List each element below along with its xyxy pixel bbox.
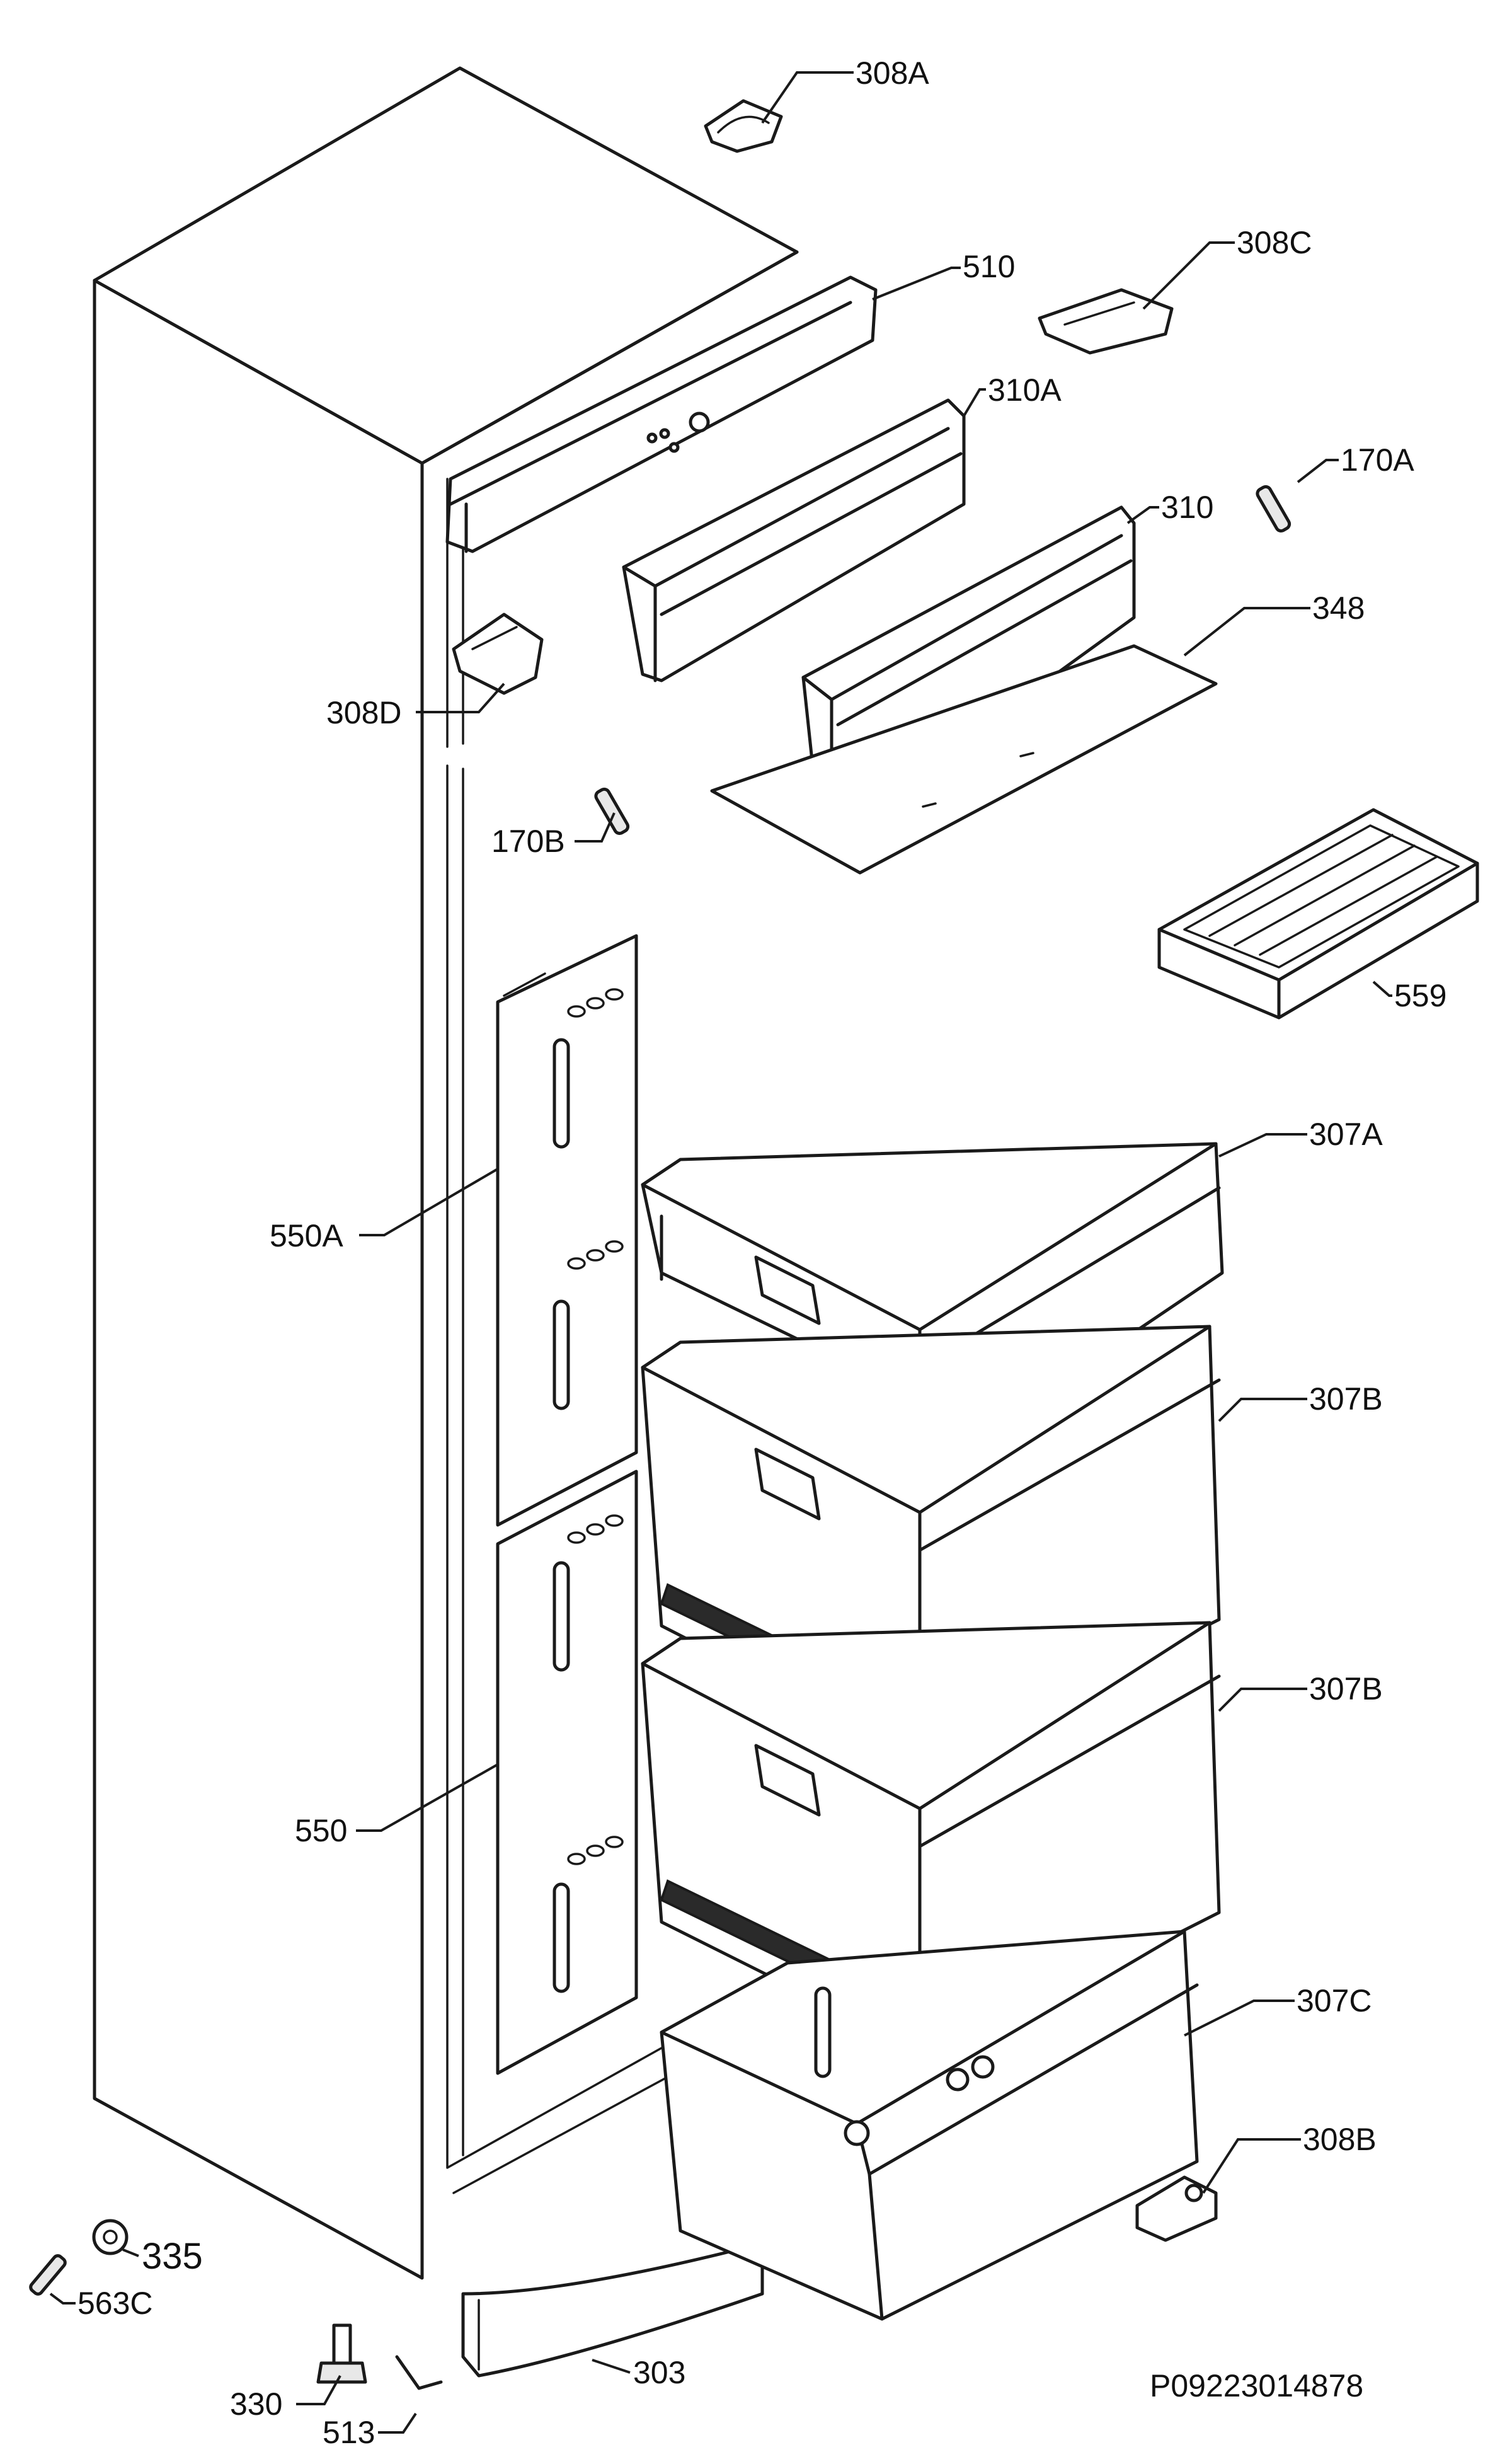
hinge-308D — [452, 613, 544, 695]
callout-170A: 170A — [1341, 442, 1414, 478]
callout-310: 310 — [1161, 490, 1213, 525]
control-panel-510 — [445, 275, 878, 553]
door-panel-550 — [496, 1470, 638, 2075]
pin-563C — [29, 2254, 67, 2296]
callout-303: 303 — [633, 2355, 685, 2390]
callout-563C: 563C — [77, 2286, 153, 2321]
pin-170B — [594, 787, 630, 835]
kick-plate-303 — [461, 2241, 764, 2378]
callout-550: 550 — [295, 1813, 347, 1848]
ice-tray-559 — [1157, 808, 1479, 1020]
callout-307B-upper: 307B — [1309, 1381, 1383, 1417]
callout-307C: 307C — [1297, 1983, 1372, 2018]
callout-308C: 308C — [1237, 225, 1312, 260]
glass-shelf-348 — [710, 644, 1218, 875]
callout-559: 559 — [1394, 978, 1446, 1013]
callout-348: 348 — [1312, 590, 1365, 626]
leader-lines — [49, 71, 1392, 2434]
callout-307A: 307A — [1309, 1117, 1383, 1152]
callout-510: 510 — [963, 249, 1015, 284]
callout-310A: 310A — [988, 372, 1062, 408]
pin-170A — [1256, 485, 1292, 532]
foot-330 — [316, 2323, 367, 2384]
callout-307B-lower: 307B — [1309, 1671, 1383, 1706]
shelf-310A — [622, 398, 966, 682]
callout-330: 330 — [230, 2386, 282, 2422]
callout-308A: 308A — [856, 55, 929, 91]
callout-170B: 170B — [491, 824, 565, 859]
reference-number: P09223014878 — [1150, 2368, 1363, 2403]
callout-335: 335 — [142, 2236, 203, 2277]
freezer-cabinet — [93, 66, 799, 2280]
callout-308B: 308B — [1303, 2122, 1377, 2157]
hinge-308A — [704, 99, 783, 153]
hinge-308C — [1038, 288, 1174, 355]
hinge-308B — [1135, 2175, 1218, 2242]
bracket-513 — [395, 2355, 443, 2390]
callout-308D: 308D — [326, 695, 402, 730]
callout-550A: 550A — [270, 1218, 343, 1253]
drawer-307C — [660, 1930, 1199, 2321]
door-panel-550A — [496, 934, 638, 1527]
callout-513: 513 — [323, 2415, 375, 2450]
wheel-335 — [92, 2219, 129, 2255]
